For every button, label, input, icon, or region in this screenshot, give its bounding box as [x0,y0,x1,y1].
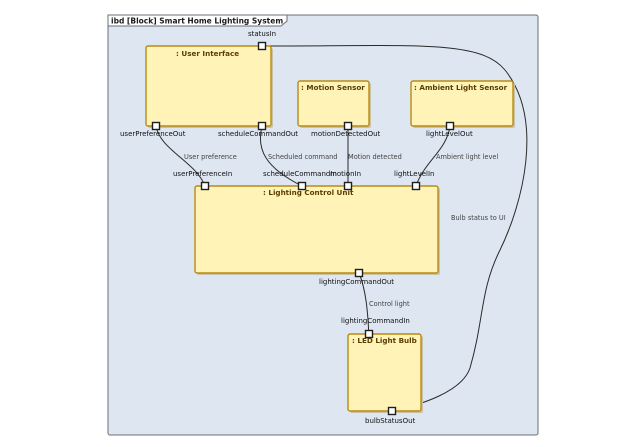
port-status-in[interactable] [257,41,267,51]
part-label-ambient-light-sensor: : Ambient Light Sensor [414,83,508,92]
connector-scheduled-command[interactable] [259,125,303,187]
connector-bulb-status[interactable] [261,45,528,412]
part-led-light-bulb[interactable]: : LED Light Bulb [347,333,423,413]
port-label-user-preference-in: userPreferenceIn [173,170,232,178]
port-labels: statusIn userPreferenceOut scheduleComma… [120,30,473,425]
ports [151,41,455,416]
port-bulb-status-out[interactable] [387,406,397,416]
port-label-motion-detected-out: motionDetectedOut [311,130,381,138]
port-label-lighting-command-out: lightingCommandOut [319,278,394,286]
port-label-light-level-out: lightLevelOut [426,130,473,138]
part-label-motion-sensor: : Motion Sensor [301,83,365,92]
part-label-lighting-control-unit: : Lighting Control Unit [263,188,354,197]
connector-label-bulb-status: Bulb status to UI [451,214,506,222]
connectors [155,45,528,412]
port-schedule-command-out[interactable] [257,121,267,131]
port-label-bulb-status-out: bulbStatusOut [365,417,416,425]
port-label-user-preference-out: userPreferenceOut [120,130,186,138]
part-user-interface[interactable]: : User Interface [145,45,273,128]
connector-label-user-preference: User preference [184,153,237,161]
connector-labels: User preference Scheduled command Motion… [184,153,506,308]
port-label-schedule-command-in: scheduleCommandIn [263,170,337,178]
connector-label-control-light: Control light [369,300,410,308]
port-light-level-in[interactable] [411,181,421,191]
port-label-status-in: statusIn [248,30,276,38]
part-motion-sensor[interactable]: : Motion Sensor [297,80,371,128]
part-label-user-interface: : User Interface [176,49,239,58]
port-label-lighting-command-in: lightingCommandIn [341,317,410,325]
port-label-schedule-command-out: scheduleCommandOut [218,130,298,138]
part-ambient-light-sensor[interactable]: : Ambient Light Sensor [410,80,515,128]
part-label-led-light-bulb: : LED Light Bulb [352,336,417,345]
frame-title: ibd [Block] Smart Home Lighting System [111,17,283,26]
connector-user-preference[interactable] [155,125,206,187]
part-lighting-control-unit[interactable]: : Lighting Control Unit [194,185,440,275]
port-lighting-command-in[interactable] [364,329,374,339]
connector-label-motion-detected: Motion detected [348,153,402,161]
connector-label-ambient-light-level: Ambient light level [436,153,498,161]
port-light-level-out[interactable] [445,121,455,131]
port-lighting-command-out[interactable] [354,268,364,278]
port-user-preference-in[interactable] [200,181,210,191]
port-motion-detected-out[interactable] [343,121,353,131]
port-user-preference-out[interactable] [151,121,161,131]
connector-ambient-light-level[interactable] [415,125,451,187]
port-motion-in[interactable] [343,181,353,191]
port-label-light-level-in: lightLevelIn [394,170,435,178]
connector-label-scheduled-command: Scheduled command [268,153,338,161]
port-schedule-command-in[interactable] [297,181,307,191]
port-label-motion-in: motionIn [330,170,361,178]
